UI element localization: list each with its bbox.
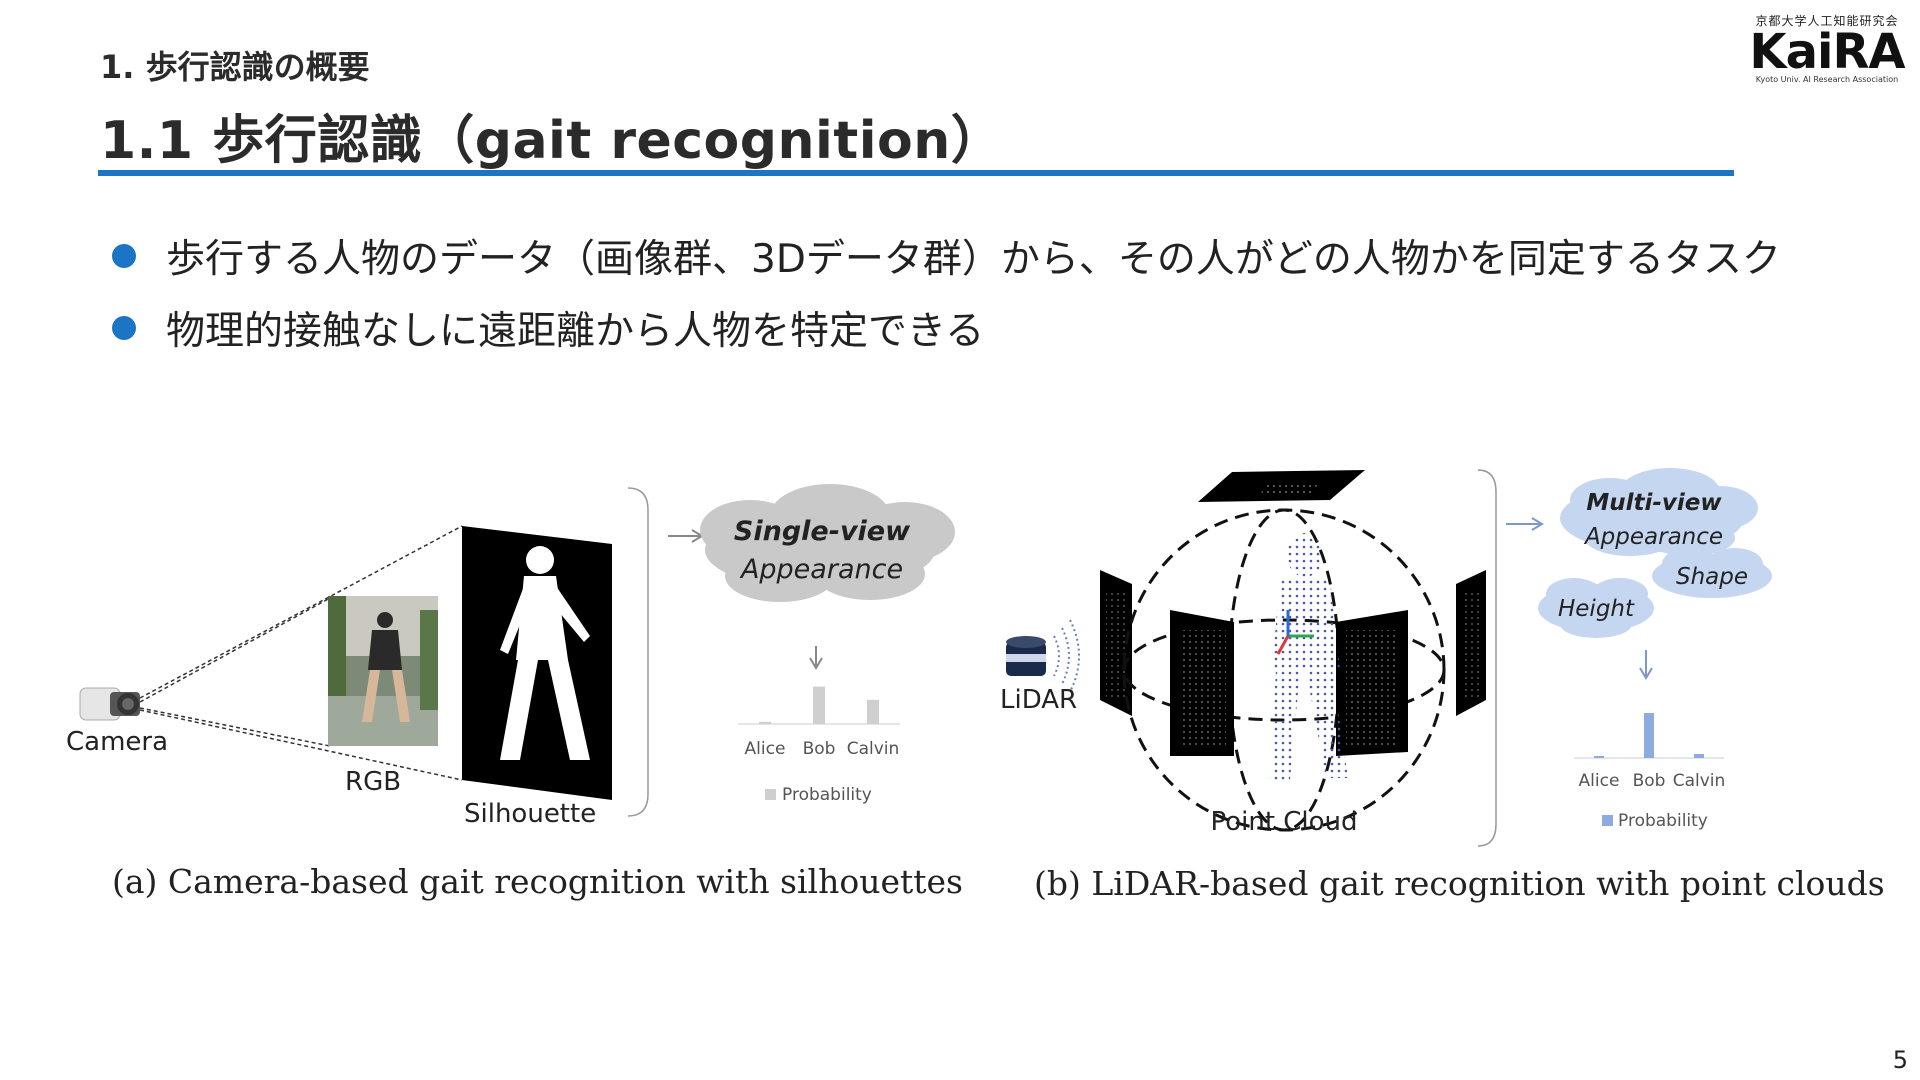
legend-b: Probability [1602, 811, 1708, 831]
single-view-cloud [700, 484, 955, 602]
bullet-item-2: 物理的接触なしに遠距離から人物を特定できる [112, 300, 984, 356]
kaira-logo: 京都大学人工知能研究会 KaiRA Kyoto Univ. AI Researc… [1744, 12, 1910, 84]
bullet-text-1: 歩行する人物のデータ（画像群、3Dデータ群）から、その人がどの人物かを同定するタ… [166, 237, 1781, 282]
tick-label-bob: Bob [1633, 771, 1666, 791]
lidar-sensor-icon [1006, 619, 1080, 693]
caption-b: (b) LiDAR-based gait recognition with po… [1034, 864, 1885, 903]
bar-alice [759, 721, 771, 724]
rgb-label: RGB [345, 767, 401, 797]
gait-recognition-figure: Camera RGB Silhouette [66, 468, 1772, 847]
cloud-a-line2: Appearance [739, 554, 903, 585]
arrow-down-icon [809, 646, 823, 670]
legend-a: Probability [765, 785, 872, 805]
legend-a-label: Probability [782, 785, 872, 805]
tick-label-alice: Alice [1579, 771, 1620, 791]
logo-main-text: KaiRA [1749, 24, 1905, 80]
tick-label-bob: Bob [803, 739, 836, 759]
height-cloud [1538, 578, 1654, 638]
arrow-right-icon [668, 529, 704, 543]
probability-chart-b: Alice Bob Calvin [1574, 713, 1725, 791]
cloud-b1-line2: Appearance [1583, 524, 1723, 550]
title-underline [98, 170, 1734, 176]
shape-cloud [1652, 548, 1772, 598]
bullet-dot-icon [112, 316, 136, 340]
probability-chart-a: Alice Bob Calvin [738, 686, 900, 759]
projection-lines [139, 525, 463, 781]
bullet-dot-icon [112, 244, 136, 268]
cloud-a-line1: Single-view [734, 516, 911, 547]
logo-top-text: 京都大学人工知能研究会 [1755, 14, 1899, 28]
lidar-label: LiDAR [1000, 685, 1077, 715]
bar-bob [813, 686, 825, 724]
bar-calvin [1694, 754, 1704, 758]
point-cloud-label: Point Cloud [1210, 807, 1357, 837]
bullet-text-2: 物理的接触なしに遠距離から人物を特定できる [166, 309, 985, 354]
point-cloud-person [1270, 533, 1348, 780]
section-heading: 1. 歩行認識の概要 [100, 48, 370, 86]
tick-label-alice: Alice [745, 739, 786, 759]
legend-b-label: Probability [1618, 811, 1708, 831]
silhouette-label: Silhouette [464, 799, 596, 829]
page-number: 5 [1892, 1046, 1908, 1074]
bar-bob [1644, 713, 1654, 758]
logo-sub-text: Kyoto Univ. AI Research Association [1755, 75, 1899, 84]
cloud-b1-line1: Multi-view [1586, 490, 1722, 516]
camera-icon [79, 687, 140, 721]
bracket-b [1477, 469, 1497, 847]
cloud-b3: Height [1558, 596, 1635, 622]
arrow-right-icon [1506, 517, 1544, 531]
multi-view-cloud [1560, 468, 1758, 556]
bracket-a [627, 487, 649, 817]
bar-calvin [867, 699, 879, 724]
slide-title: 1.1 歩行認識（gait recognition） [100, 111, 1004, 171]
arrow-down-icon [1639, 650, 1653, 680]
tick-label-calvin: Calvin [847, 739, 900, 759]
bar-alice [1594, 756, 1604, 758]
rgb-image [328, 596, 438, 746]
tick-label-calvin: Calvin [1673, 771, 1726, 791]
cloud-b2: Shape [1676, 564, 1748, 590]
bullet-item-1: 歩行する人物のデータ（画像群、3Dデータ群）から、その人がどの人物かを同定するタ… [112, 228, 1781, 284]
camera-label: Camera [66, 727, 168, 757]
silhouette-image [462, 526, 612, 800]
caption-a: (a) Camera-based gait recognition with s… [112, 862, 963, 901]
